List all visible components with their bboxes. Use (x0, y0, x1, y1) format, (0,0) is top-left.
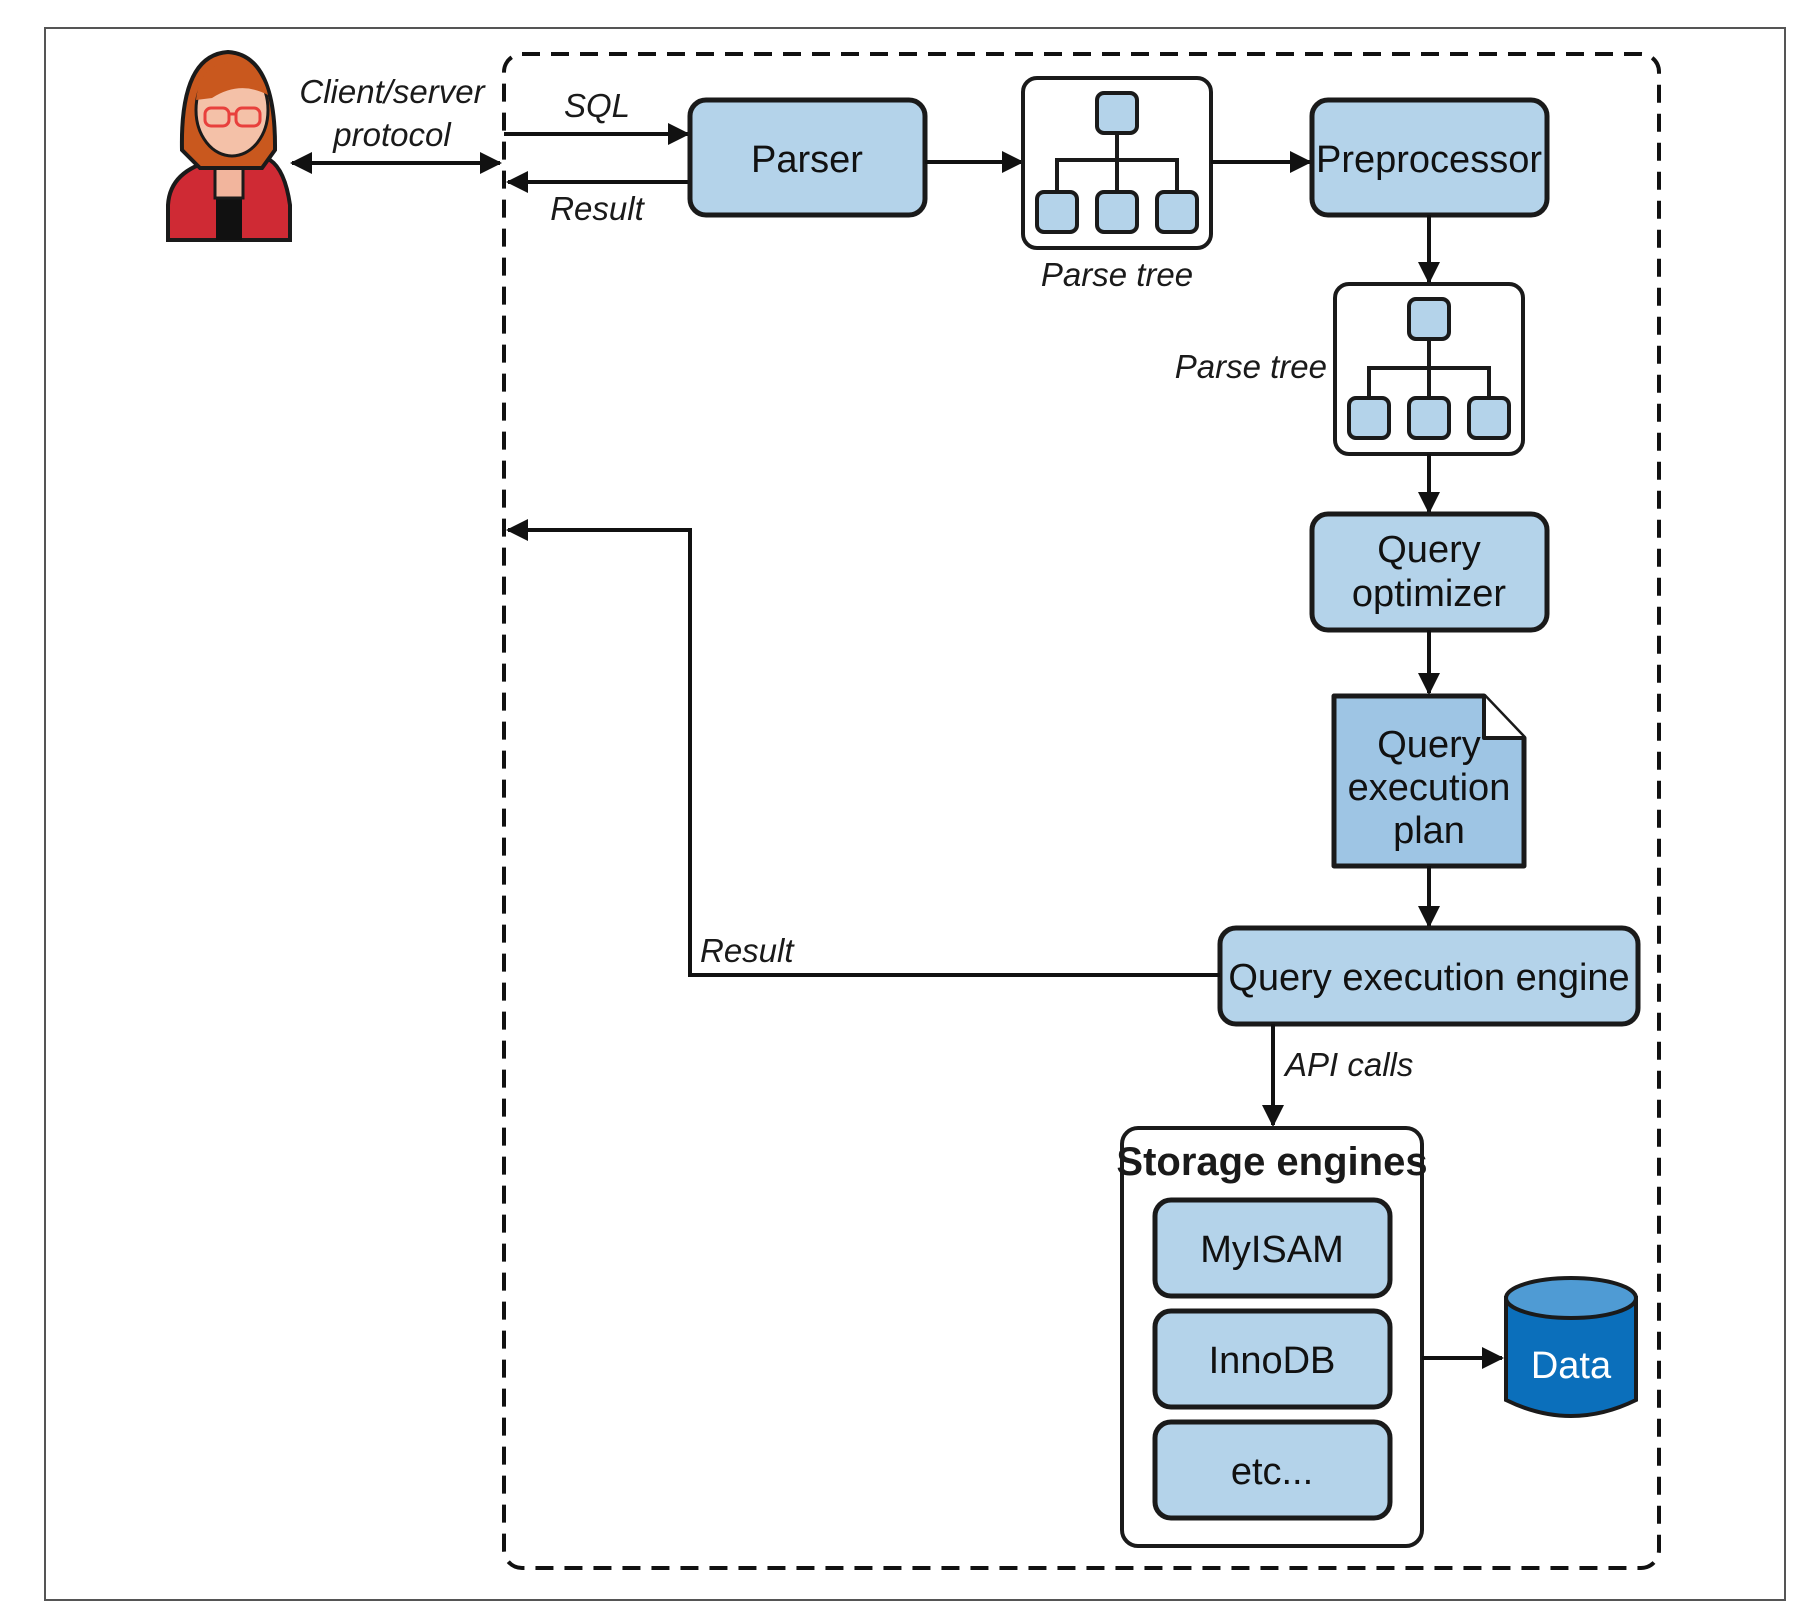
myisam-label: MyISAM (1200, 1229, 1344, 1271)
client-server-label-line2: protocol (332, 116, 452, 153)
document-icon (1331, 693, 1527, 869)
parse-tree-icon-2 (1333, 282, 1525, 456)
parse-tree-icon-1 (1021, 76, 1213, 250)
sql-label: SQL (564, 87, 630, 124)
query-execution-engine-label: Query execution engine (1228, 957, 1629, 999)
data-label: Data (1531, 1345, 1612, 1387)
api-calls-label: API calls (1283, 1046, 1413, 1083)
etc-box (1152, 1419, 1393, 1521)
preprocessor-label: Preprocessor (1316, 139, 1542, 181)
myisam-box (1152, 1197, 1393, 1299)
user-avatar-icon (166, 49, 292, 242)
result-left-path (506, 519, 1220, 977)
plan-label-line1: Query (1377, 724, 1480, 766)
innodb-label: InnoDB (1209, 1340, 1336, 1382)
outer-frame (44, 27, 1786, 1601)
parser-label: Parser (751, 139, 863, 181)
innodb-box (1152, 1308, 1393, 1410)
storage-engines-title: Storage engines (1116, 1140, 1427, 1184)
parse-tree-label-2: Parse tree (1175, 348, 1327, 385)
query-optimizer-label-line1: Query (1377, 529, 1480, 571)
server-boundary (502, 52, 1661, 1570)
result-left-label: Result (700, 932, 795, 969)
parse-tree-label-1: Parse tree (1041, 256, 1193, 293)
query-optimizer-label-line2: optimizer (1352, 573, 1506, 615)
plan-label-line2: execution (1348, 767, 1511, 809)
etc-label: etc... (1231, 1451, 1313, 1493)
client-server-label-line1: Client/server (299, 73, 486, 110)
result-top-label: Result (550, 190, 645, 227)
parser-box (687, 97, 928, 218)
database-cylinder-icon (1504, 1276, 1638, 1418)
plan-label-line3: plan (1393, 810, 1465, 852)
